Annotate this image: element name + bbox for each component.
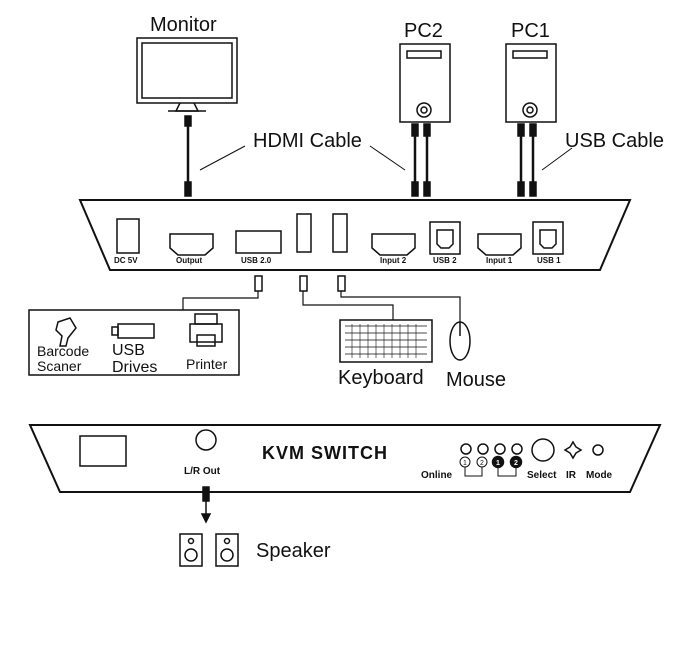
mode-label: Mode: [586, 470, 613, 481]
rear-panel: [78, 199, 632, 271]
usb-peripherals-box: [28, 309, 240, 376]
kvm-switch-title: KVM SWITCH: [262, 443, 388, 463]
ir-label: IR: [566, 470, 576, 481]
select-label: Select: [527, 470, 557, 481]
online-num-2: 2: [480, 460, 484, 467]
hdmi-cable-label: HDMI Cable: [253, 130, 362, 152]
speaker-label: Speaker: [256, 540, 331, 562]
select-num-1: 1: [496, 460, 500, 467]
lr-out-label: L/R Out: [184, 466, 221, 477]
port-usb20-label: USB 2.0: [241, 256, 272, 265]
usb-drives-label: USB Drives: [112, 342, 158, 376]
monitor-icon: [136, 37, 238, 112]
port-output-label: Output: [176, 256, 203, 265]
select-num-2: 2: [514, 460, 518, 467]
front-panel: [28, 424, 662, 493]
pc2-cables: [411, 123, 431, 197]
speaker-cable: [200, 486, 212, 524]
printer-label: Printer: [186, 356, 228, 372]
port-usb2-label: USB 2: [433, 256, 457, 265]
pc1-label: PC1: [511, 20, 550, 42]
usb-plugs: [254, 275, 346, 292]
monitor-label: Monitor: [150, 14, 217, 36]
keyboard-icon: [339, 319, 433, 363]
monitor-hdmi-cable: [184, 115, 192, 197]
port-input2-label: Input 2: [380, 256, 407, 265]
pc1-icon: [505, 43, 557, 123]
pc2-label: PC2: [404, 20, 443, 42]
online-num-1: 1: [463, 460, 467, 467]
port-dc5v-label: DC 5V: [114, 256, 138, 265]
port-input1-label: Input 1: [486, 256, 513, 265]
barcode-scanner-icon: [55, 317, 77, 347]
printer-icon: [189, 313, 223, 347]
keyboard-label: Keyboard: [338, 367, 424, 389]
speaker-icon: [179, 533, 239, 567]
online-label: Online: [421, 470, 453, 481]
port-usb1-label: USB 1: [537, 256, 561, 265]
pc1-cables: [517, 123, 537, 197]
pc2-icon: [399, 43, 451, 123]
mouse-icon: [449, 321, 471, 361]
mouse-label: Mouse: [446, 369, 507, 391]
barcode-scanner-label: Barcode Scaner: [37, 343, 90, 374]
usb-cable-label: USB Cable: [565, 130, 664, 152]
usb-drive-icon: [111, 323, 155, 339]
